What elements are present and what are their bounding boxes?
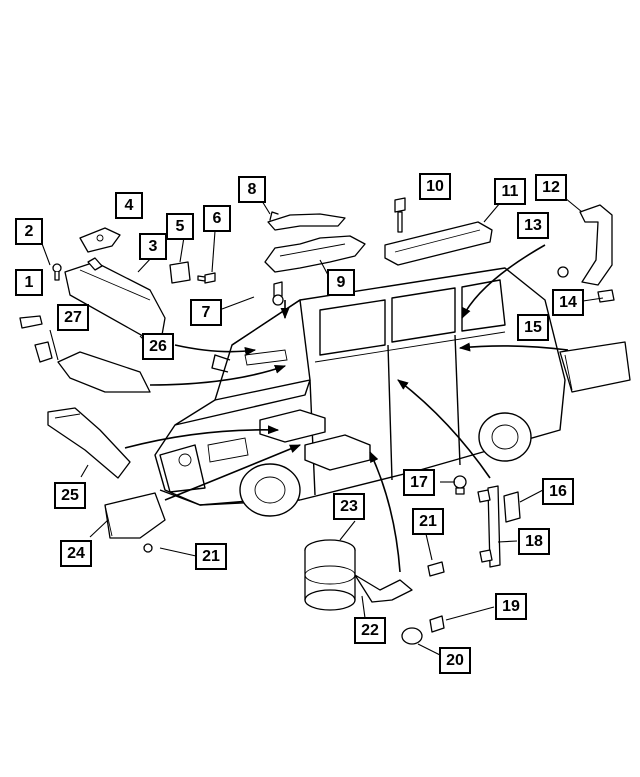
callout-3: 3	[139, 233, 167, 260]
svg-text:2: 2	[25, 223, 34, 240]
part-strap-22	[354, 574, 413, 603]
svg-text:3: 3	[149, 238, 158, 255]
svg-text:9: 9	[337, 274, 346, 291]
part-screw-10	[394, 197, 406, 233]
part-glove-box-24	[104, 492, 166, 553]
svg-text:4: 4	[125, 197, 134, 214]
svg-text:24: 24	[67, 545, 85, 562]
part-pocket-15	[559, 341, 631, 393]
svg-text:12: 12	[542, 179, 560, 196]
callout-14: 14	[552, 289, 584, 316]
svg-text:5: 5	[176, 218, 185, 235]
callout-16: 16	[542, 478, 574, 505]
callout-7: 7	[190, 299, 222, 326]
callout-25: 25	[54, 482, 86, 509]
svg-text:15: 15	[524, 319, 542, 336]
callout-8: 8	[238, 176, 266, 203]
part-handle-18	[477, 485, 501, 568]
svg-text:21: 21	[202, 548, 220, 565]
part-clip-16	[503, 491, 521, 523]
part-bracket-4	[79, 227, 121, 253]
part-holder-27	[19, 315, 151, 393]
part-handle-8	[267, 211, 346, 231]
location-arrows	[124, 244, 569, 573]
part-grab-bar-11	[384, 221, 493, 266]
callout-15: 15	[517, 314, 549, 341]
callout-11: 11	[494, 178, 526, 205]
part-screw-6	[197, 272, 216, 284]
svg-text:18: 18	[525, 533, 543, 550]
svg-text:23: 23	[340, 498, 358, 515]
svg-text:1: 1	[25, 274, 34, 291]
svg-text:19: 19	[502, 598, 520, 615]
part-screw-2	[52, 263, 62, 281]
part-clip-5	[169, 261, 191, 284]
callout-10: 10	[419, 173, 451, 200]
callout-23: 23	[333, 493, 365, 520]
svg-text:26: 26	[149, 338, 167, 355]
svg-text:25: 25	[61, 487, 79, 504]
part-tray-25	[47, 407, 131, 479]
part-bolt-17	[453, 475, 467, 495]
callout-4: 4	[115, 192, 143, 219]
svg-text:27: 27	[64, 309, 82, 326]
callout-21-right: 21	[412, 508, 444, 535]
part-handle-12	[579, 204, 613, 286]
part-bolt-21-right	[427, 561, 445, 577]
callout-6: 6	[203, 205, 231, 232]
part-bolt-14	[557, 266, 615, 303]
svg-text:20: 20	[446, 652, 464, 669]
svg-text:16: 16	[549, 483, 567, 500]
callout-9: 9	[327, 269, 355, 296]
callout-27: 27	[57, 304, 89, 331]
svg-text:22: 22	[361, 622, 379, 639]
part-sun-visor-3	[64, 257, 166, 341]
part-knob-19-20	[401, 615, 445, 645]
callout-2: 2	[15, 218, 43, 245]
svg-text:13: 13	[524, 217, 542, 234]
svg-text:8: 8	[248, 181, 257, 198]
part-grab-handle-9	[264, 235, 366, 273]
part-cup-holder-23	[304, 539, 356, 611]
svg-text:14: 14	[559, 294, 577, 311]
leader-lines	[40, 197, 604, 658]
callout-26: 26	[142, 333, 174, 360]
callout-20: 20	[439, 647, 471, 674]
callout-12: 12	[535, 174, 567, 201]
callout-13: 13	[517, 212, 549, 239]
svg-text:6: 6	[213, 210, 222, 227]
callout-17: 17	[403, 469, 435, 496]
callout-22: 22	[354, 617, 386, 644]
part-bolt-7	[272, 281, 284, 306]
callout-1: 1	[15, 269, 43, 296]
callout-21-left: 21	[195, 543, 227, 570]
callout-18: 18	[518, 528, 550, 555]
svg-text:21: 21	[419, 513, 437, 530]
callout-5: 5	[166, 213, 194, 240]
svg-text:10: 10	[426, 178, 444, 195]
callout-24: 24	[60, 540, 92, 567]
callout-19: 19	[495, 593, 527, 620]
svg-text:7: 7	[202, 304, 211, 321]
svg-text:11: 11	[502, 183, 519, 200]
svg-text:17: 17	[410, 474, 428, 491]
